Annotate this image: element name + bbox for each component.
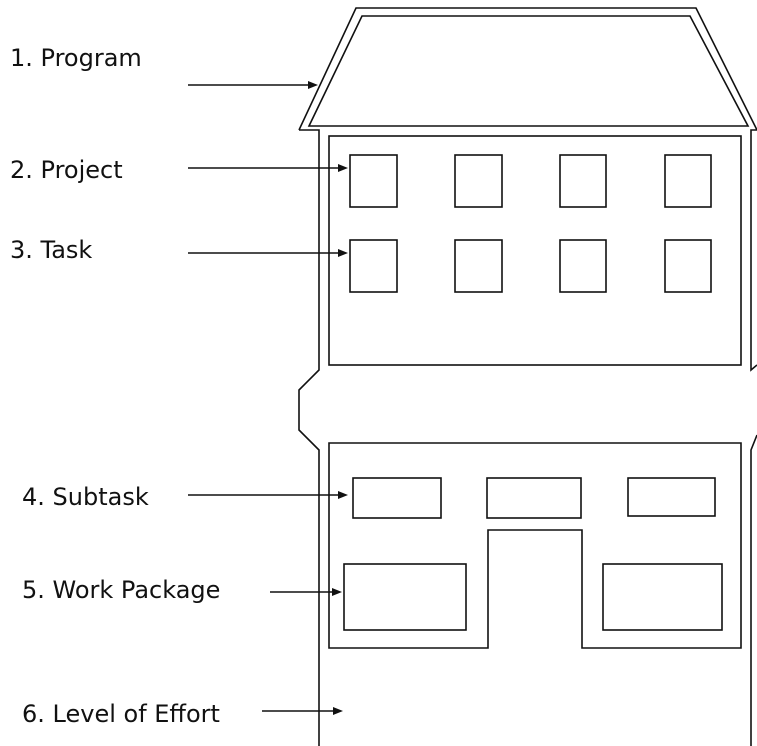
subtask-window-1	[352, 477, 442, 519]
building-body	[298, 129, 757, 660]
arrow-task	[188, 249, 348, 257]
arrow-project	[188, 164, 348, 172]
label-task: 3. Task	[10, 236, 92, 264]
project-window-4	[664, 154, 712, 208]
label-level-of-effort: 6. Level of Effort	[22, 700, 220, 728]
task-window-2	[454, 239, 503, 293]
arrow-program	[188, 81, 318, 89]
task-window-1	[349, 239, 398, 293]
label-work-package: 5. Work Package	[22, 576, 220, 604]
task-window-3	[559, 239, 607, 293]
task-window-4	[664, 239, 712, 293]
upper-floor-panel	[328, 135, 742, 366]
project-window-3	[559, 154, 607, 208]
work-package-window-2	[602, 563, 723, 631]
subtask-window-3	[627, 477, 716, 517]
label-project: 2. Project	[10, 156, 123, 184]
arrow-work-package	[270, 588, 342, 596]
arrow-subtask	[188, 491, 348, 499]
label-program: 1. Program	[10, 44, 142, 72]
work-package-window-1	[343, 563, 467, 631]
project-window-1	[349, 154, 398, 208]
roof-program	[298, 7, 757, 131]
lower-floor-panel	[328, 442, 742, 649]
subtask-window-2	[486, 477, 582, 519]
label-subtask: 4. Subtask	[22, 483, 149, 511]
arrow-level-of-effort	[262, 707, 343, 715]
project-window-2	[454, 154, 503, 208]
